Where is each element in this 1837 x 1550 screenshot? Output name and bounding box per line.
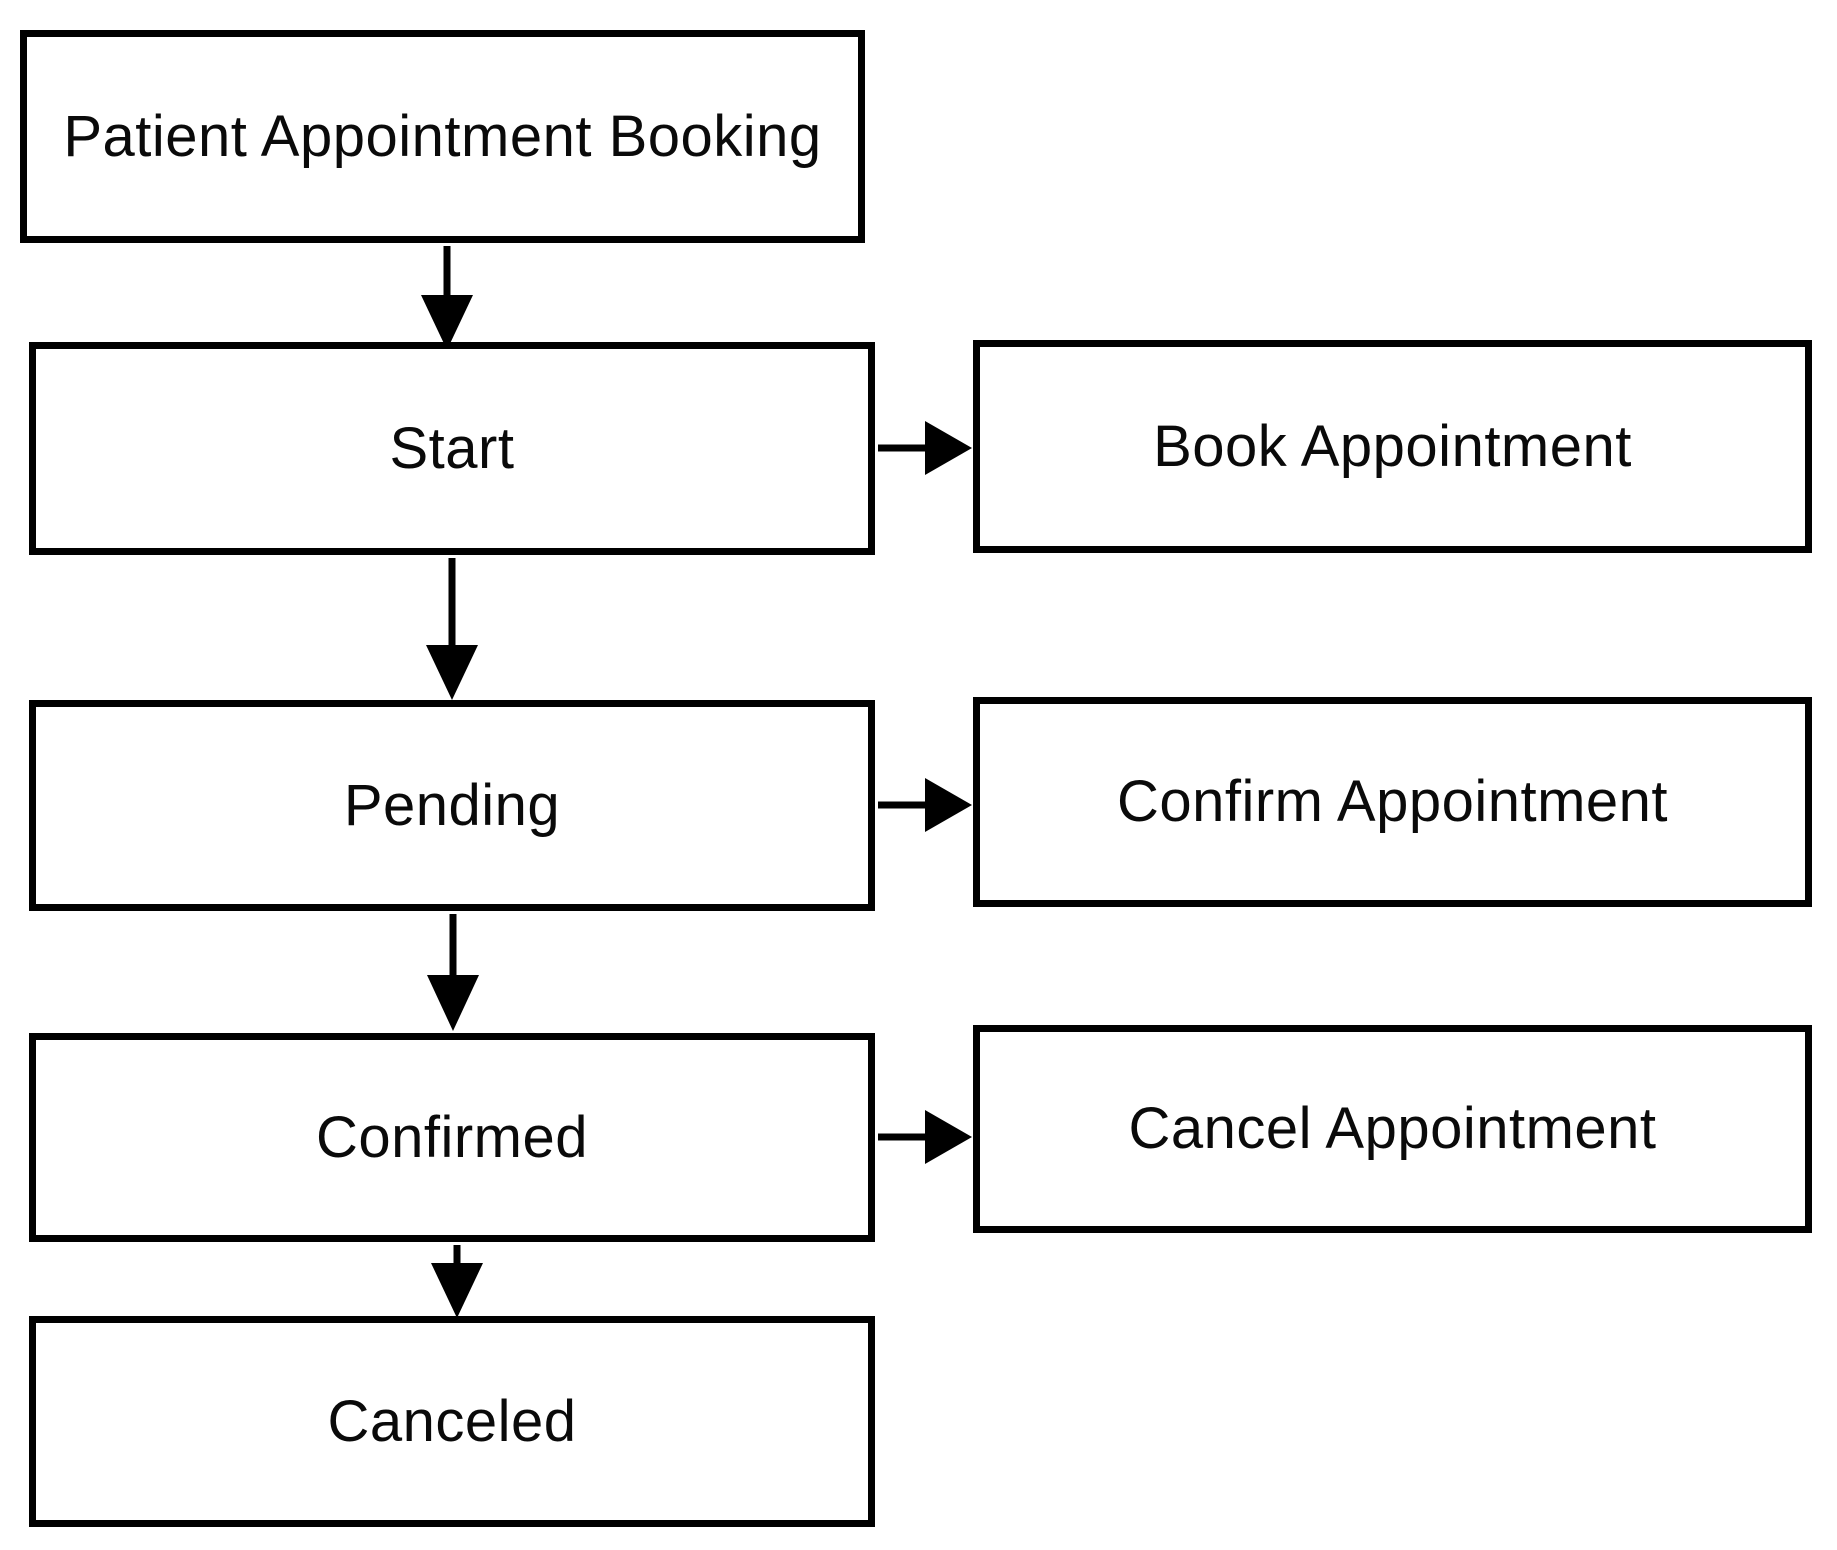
node-label: Cancel Appointment	[1128, 1096, 1657, 1162]
arrow-title-to-start	[421, 246, 473, 350]
node-start: Start	[29, 342, 875, 555]
node-label: Canceled	[327, 1388, 577, 1454]
node-label: Start	[389, 415, 515, 481]
arrow-pending-to-confirmed	[427, 914, 479, 1031]
node-confirm-appointment: Confirm Appointment	[973, 697, 1812, 907]
arrow-start-to-pending	[426, 558, 478, 700]
node-book-appointment: Book Appointment	[973, 340, 1812, 553]
node-cancel-appointment: Cancel Appointment	[973, 1025, 1812, 1233]
node-label: Confirmed	[315, 1104, 589, 1170]
node-confirmed: Confirmed	[29, 1033, 875, 1242]
node-label: Patient Appointment Booking	[63, 103, 822, 169]
node-label: Confirm Appointment	[1116, 769, 1669, 835]
node-patient-appointment-booking: Patient Appointment Booking	[20, 30, 865, 243]
arrow-confirmed-to-canceled	[431, 1245, 483, 1318]
node-canceled: Canceled	[29, 1316, 875, 1527]
node-label: Book Appointment	[1153, 413, 1632, 479]
arrow-confirmed-to-cancel	[878, 1110, 972, 1164]
arrow-start-to-book	[878, 421, 972, 475]
node-pending: Pending	[29, 700, 875, 911]
arrow-pending-to-confirm	[878, 778, 972, 832]
node-label: Pending	[343, 772, 561, 838]
